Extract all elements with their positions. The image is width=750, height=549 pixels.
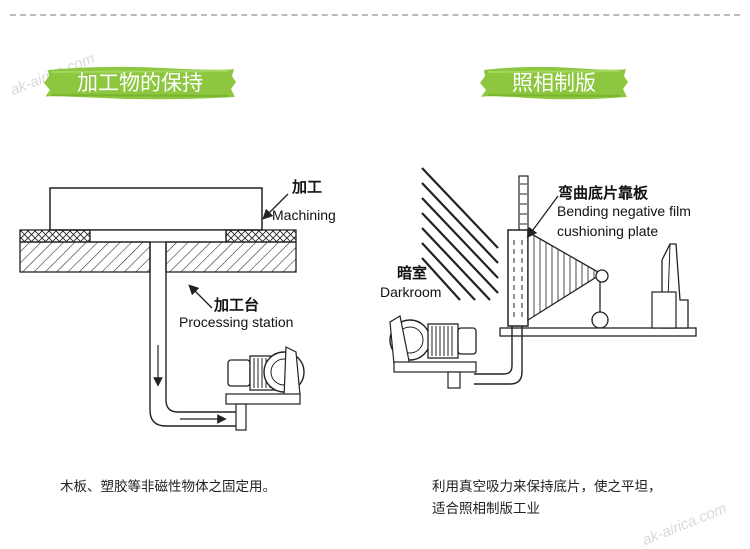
plate-label-en-1: Bending negative film <box>557 203 691 219</box>
negative-film-plate <box>507 229 529 327</box>
machining-label-cn: 加工 <box>292 178 323 196</box>
workpiece <box>49 187 263 231</box>
table-left-block <box>19 241 151 273</box>
darkroom-label-en: Darkroom <box>380 284 442 300</box>
caption-left: 木板、塑胶等非磁性物体之固定用。 <box>60 479 276 495</box>
plate-label-cn: 弯曲底片靠板 <box>558 184 649 202</box>
base-rail <box>499 327 697 337</box>
seal-strip-left <box>19 229 91 243</box>
caption-right-line-1: 利用真空吸力来保持底片，使之平坦， <box>432 479 662 495</box>
processing-station-diagram <box>19 187 305 431</box>
top-dashed-divider <box>10 14 740 16</box>
brush-stroke-shape <box>44 66 236 100</box>
plate-label-en-2: cushioning plate <box>557 223 659 239</box>
banner-workpiece-holding: 加工物的保持 <box>42 64 238 102</box>
machining-label-en: Machining <box>272 207 336 223</box>
bellows-cone <box>527 230 599 322</box>
banner-title-left: 加工物的保持 <box>77 71 203 95</box>
table-right-block <box>165 241 297 273</box>
vacuum-blower-left <box>225 346 305 431</box>
caption-right-line-2: 适合照相制版工业 <box>432 501 540 517</box>
station-label-en: Processing station <box>179 314 294 330</box>
station-label-cn: 加工台 <box>214 296 260 314</box>
photo-platemaking-diagram <box>389 167 697 389</box>
vacuum-cavity <box>89 229 227 243</box>
seal-strip-right <box>225 229 297 243</box>
vacuum-blower-right <box>389 315 477 389</box>
banner-photo-platemaking: 照相制版 <box>478 64 630 102</box>
brush-stroke-shape <box>480 66 628 100</box>
darkroom-label-cn: 暗室 <box>397 264 428 282</box>
light-rays <box>421 167 499 301</box>
banner-title-right: 照相制版 <box>512 71 596 95</box>
